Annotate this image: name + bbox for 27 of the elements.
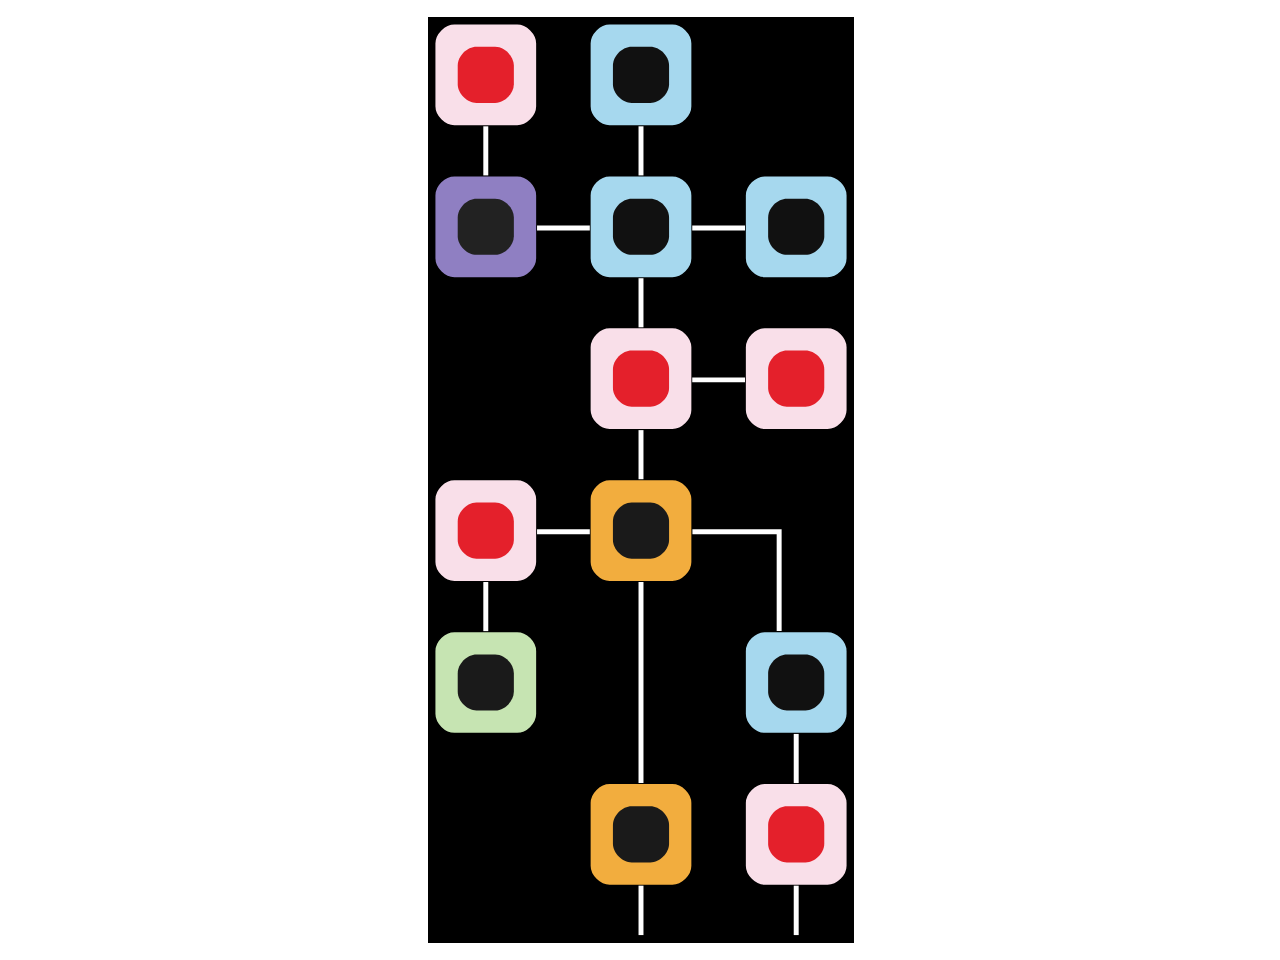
- node-picture: [743, 782, 848, 887]
- connector: [536, 225, 589, 231]
- node-picture: [432, 22, 537, 127]
- node-picture: [743, 174, 848, 279]
- connector: [482, 582, 488, 632]
- connector: [536, 529, 589, 535]
- connector: [691, 225, 744, 231]
- connector: [792, 885, 798, 936]
- node-picture: [588, 326, 692, 431]
- connector: [637, 582, 643, 784]
- node-picture: [432, 174, 537, 279]
- connector: [637, 278, 643, 328]
- connector: [637, 126, 643, 176]
- connector: [637, 885, 643, 936]
- node-picture: [588, 478, 692, 583]
- node-picture: [432, 630, 537, 735]
- connector: [482, 126, 488, 176]
- connector: [792, 733, 798, 784]
- node-picture: [743, 630, 848, 735]
- node-picture: [588, 174, 692, 279]
- connector: [691, 529, 781, 632]
- node-picture: [432, 478, 537, 583]
- node-picture: [743, 326, 848, 431]
- connector: [637, 430, 643, 480]
- node-picture: [588, 22, 692, 127]
- node-picture: [588, 782, 692, 887]
- connector: [691, 377, 744, 383]
